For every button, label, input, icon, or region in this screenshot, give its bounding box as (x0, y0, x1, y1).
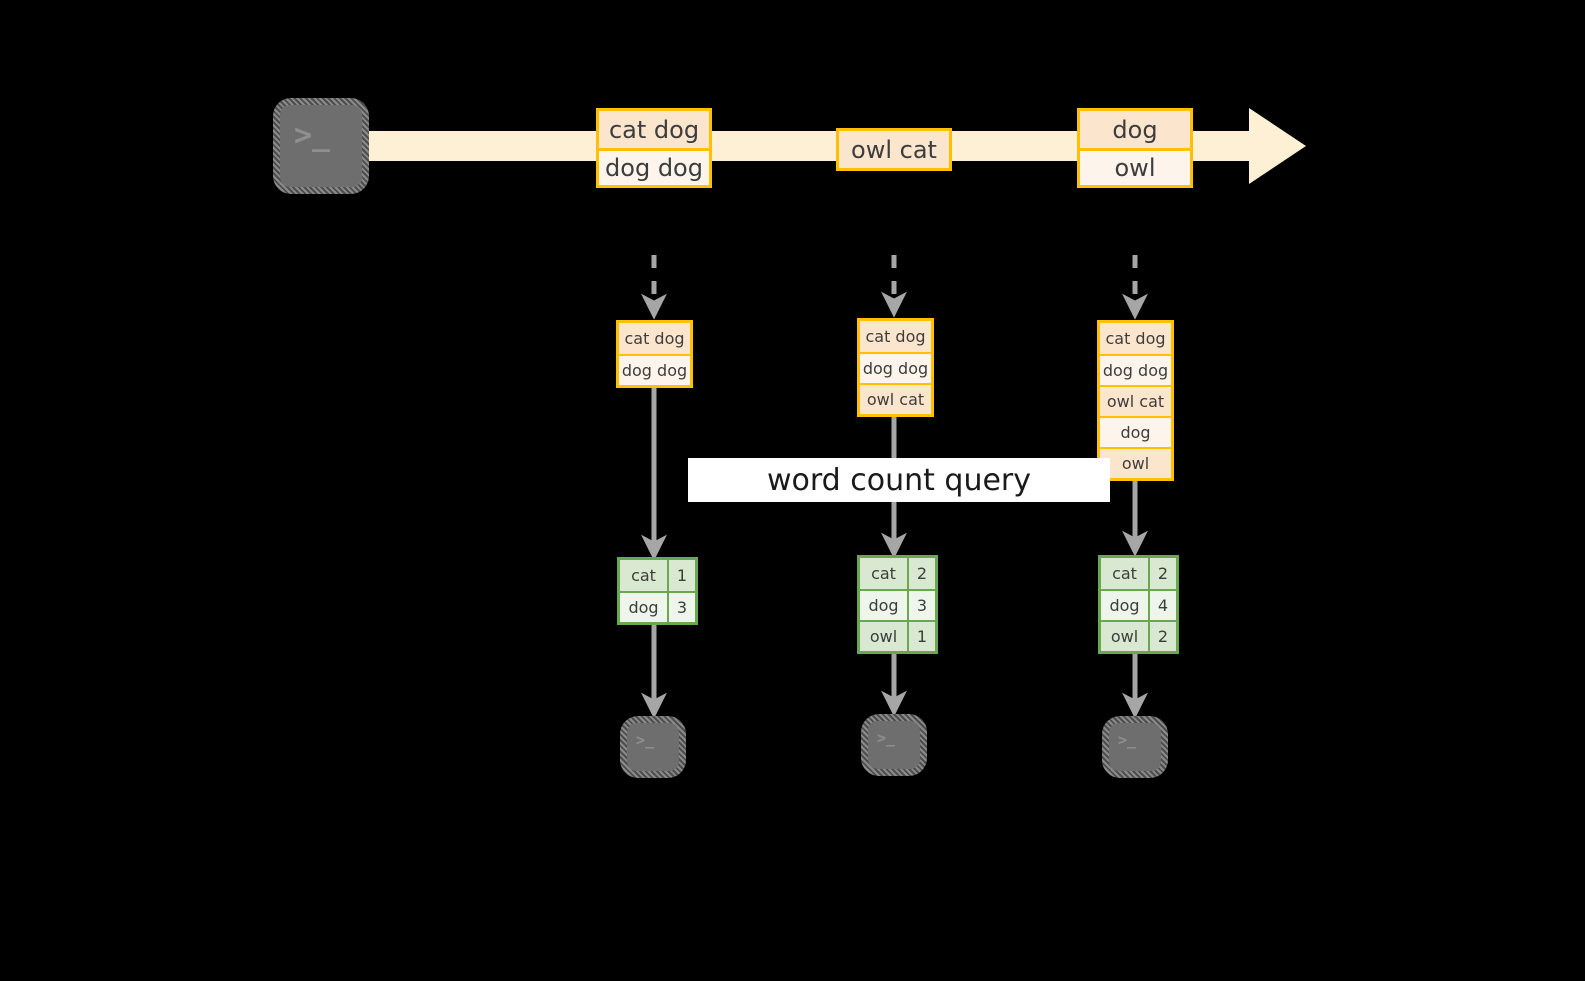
result-word: dog (620, 593, 667, 622)
state-row: owl cat (860, 383, 931, 414)
result-table-2[interactable]: cat 2 dog 3 owl 1 (857, 555, 938, 654)
terminal-screen: >_ (1109, 723, 1161, 771)
state-row: cat dog (860, 321, 931, 352)
result-count: 1 (667, 560, 695, 591)
result-word: cat (1101, 558, 1148, 589)
result-count: 2 (1148, 558, 1176, 589)
result-count: 2 (907, 558, 935, 589)
result-word: cat (620, 560, 667, 591)
result-count: 1 (907, 622, 935, 651)
table-row: dog 3 (620, 591, 695, 622)
terminal-prompt-glyph: >_ (877, 729, 896, 747)
table-row: owl 1 (860, 620, 935, 651)
result-count: 2 (1148, 622, 1176, 651)
state-row: owl (1100, 447, 1171, 478)
result-table-3[interactable]: cat 2 dog 4 owl 2 (1098, 555, 1179, 654)
result-word: dog (1101, 591, 1148, 620)
terminal-screen: >_ (280, 105, 362, 187)
source-terminal-icon[interactable]: >_ (273, 98, 369, 194)
state-row: dog (1100, 416, 1171, 447)
terminal-screen: >_ (868, 721, 920, 769)
state-row: cat dog (1100, 323, 1171, 354)
event-line: owl cat (839, 131, 949, 168)
result-word: owl (1101, 622, 1148, 651)
table-row: dog 3 (860, 589, 935, 620)
stream-tap-arrows (641, 255, 1148, 320)
event-line: cat dog (599, 111, 709, 148)
result-count: 3 (667, 593, 695, 622)
event-line: dog (1080, 111, 1190, 148)
result-word: owl (860, 622, 907, 651)
event-line: dog dog (599, 148, 709, 185)
terminal-screen: >_ (627, 723, 679, 771)
query-label: word count query (688, 458, 1110, 502)
terminal-prompt-glyph: >_ (636, 731, 655, 749)
state-table-1[interactable]: cat dog dog dog (616, 320, 693, 388)
sink-terminal-icon-3[interactable]: >_ (1102, 716, 1168, 778)
table-row: cat 2 (860, 558, 935, 589)
sink-terminal-icon-2[interactable]: >_ (861, 714, 927, 776)
state-row: owl cat (1100, 385, 1171, 416)
stream-event-1[interactable]: cat dog dog dog (596, 108, 712, 188)
result-count: 3 (907, 591, 935, 620)
sink-terminal-icon-1[interactable]: >_ (620, 716, 686, 778)
table-row: cat 1 (620, 560, 695, 591)
state-table-3[interactable]: cat dog dog dog owl cat dog owl (1097, 320, 1174, 481)
table-row: dog 4 (1101, 589, 1176, 620)
stream-event-2[interactable]: owl cat (836, 128, 952, 171)
state-row: dog dog (1100, 354, 1171, 385)
table-row: cat 2 (1101, 558, 1176, 589)
result-table-1[interactable]: cat 1 dog 3 (617, 557, 698, 625)
state-row: dog dog (619, 354, 690, 385)
event-line: owl (1080, 148, 1190, 185)
state-table-2[interactable]: cat dog dog dog owl cat (857, 318, 934, 417)
result-count: 4 (1148, 591, 1176, 620)
state-row: dog dog (860, 352, 931, 383)
result-word: dog (860, 591, 907, 620)
table-row: owl 2 (1101, 620, 1176, 651)
result-word: cat (860, 558, 907, 589)
stream-event-3[interactable]: dog owl (1077, 108, 1193, 188)
terminal-prompt-glyph: >_ (294, 118, 331, 153)
state-row: cat dog (619, 323, 690, 354)
terminal-prompt-glyph: >_ (1118, 731, 1137, 749)
